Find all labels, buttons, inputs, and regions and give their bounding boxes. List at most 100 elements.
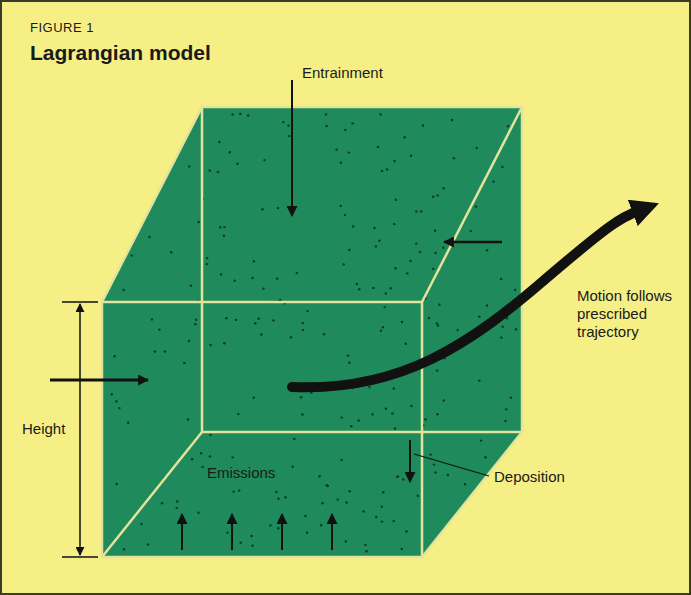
particle-dot	[484, 456, 486, 458]
particle-dot	[382, 491, 384, 493]
particle-dot	[436, 194, 438, 196]
particle-dot	[470, 230, 472, 232]
particle-dot	[401, 321, 403, 323]
particle-dot	[302, 329, 304, 331]
deposition-arrow	[409, 440, 411, 482]
particle-dot	[348, 362, 350, 364]
particle-dot	[206, 263, 208, 265]
particle-dot	[344, 214, 346, 216]
particle-dot	[476, 147, 478, 149]
particle-dot	[206, 257, 208, 259]
particle-dot	[325, 125, 327, 127]
particle-dot	[147, 543, 149, 545]
particle-dot	[345, 501, 347, 503]
particle-dot	[377, 146, 379, 148]
particle-dot	[290, 336, 292, 338]
particle-dot	[393, 160, 395, 162]
particle-dot	[410, 155, 412, 157]
flux-arrows	[50, 80, 638, 557]
particle-dot	[187, 418, 189, 420]
particle-dot	[236, 163, 238, 165]
particle-dot	[422, 124, 424, 126]
particle-dot	[277, 207, 279, 209]
particle-dot	[486, 304, 488, 306]
particle-dot	[223, 235, 225, 237]
particle-dot	[347, 354, 349, 356]
particle-dot	[288, 135, 290, 137]
inflow-arrow	[50, 379, 148, 382]
particle-dot	[393, 223, 395, 225]
emission-arrow	[281, 514, 283, 550]
particle-dot	[327, 485, 329, 487]
particle-dot	[393, 387, 395, 389]
particle-dot	[410, 405, 412, 407]
particle-dot	[116, 483, 118, 485]
particle-dot	[277, 527, 279, 529]
particle-dot	[122, 289, 124, 291]
particle-dot	[351, 122, 353, 124]
particle-dot	[113, 355, 115, 357]
particle-dot	[438, 304, 440, 306]
particle-dot	[250, 535, 252, 537]
particle-dot	[405, 530, 407, 532]
particle-dot	[375, 245, 377, 247]
leader-line	[414, 454, 489, 476]
particle-dot	[277, 498, 279, 500]
particle-dot	[282, 121, 284, 123]
particle-dot	[140, 523, 142, 525]
particle-dot	[405, 343, 407, 345]
cube-edge	[422, 432, 522, 557]
particle-dot	[514, 289, 516, 291]
particle-dot	[402, 478, 404, 480]
particle-dot	[111, 393, 113, 395]
particle-dot	[209, 169, 211, 171]
particle-dot	[225, 317, 227, 319]
particle-dot	[300, 396, 302, 398]
particle-dot	[428, 317, 430, 319]
particle-dot	[340, 205, 342, 207]
particle-dot	[269, 524, 271, 526]
particle-dot	[394, 267, 396, 269]
particle-dot	[505, 408, 507, 410]
particle-dot	[434, 471, 436, 473]
particle-dot	[263, 159, 265, 161]
entrainment-arrow	[291, 80, 293, 216]
particle-dot	[436, 369, 438, 371]
particle-dot	[401, 548, 403, 550]
particle-dot	[372, 287, 374, 289]
particle-dot	[378, 240, 380, 242]
particle-dot	[217, 171, 219, 173]
particle-dot	[260, 333, 262, 335]
particle-dot	[504, 420, 506, 422]
particle-dot	[365, 550, 367, 552]
particle-dot	[276, 278, 278, 280]
particle-dot	[396, 476, 398, 478]
emission-arrow	[231, 514, 233, 550]
particle-dot	[415, 242, 417, 244]
particle-dot	[337, 498, 339, 500]
particle-dot	[234, 280, 236, 282]
particle-dot	[191, 458, 193, 460]
particle-dot	[382, 326, 384, 328]
particle-dot	[344, 129, 346, 131]
particle-dot	[151, 318, 153, 320]
particle-dot	[251, 277, 253, 279]
particle-dot	[341, 416, 343, 418]
particle-dot	[419, 251, 421, 253]
particle-dot	[220, 273, 222, 275]
particle-dot	[176, 507, 178, 509]
particle-dots	[111, 113, 518, 553]
particle-dot	[480, 439, 482, 441]
emission-arrow	[331, 514, 333, 550]
particle-dot	[451, 119, 453, 121]
particle-dot	[386, 168, 388, 170]
particle-dot	[223, 226, 225, 228]
particle-dot	[464, 483, 466, 485]
particle-dot	[304, 515, 306, 517]
particle-dot	[352, 225, 354, 227]
cube-edges	[102, 107, 522, 557]
particle-dot	[434, 230, 436, 232]
particle-dot	[424, 418, 426, 420]
particle-dot	[325, 113, 327, 115]
particle-dot	[456, 329, 458, 331]
